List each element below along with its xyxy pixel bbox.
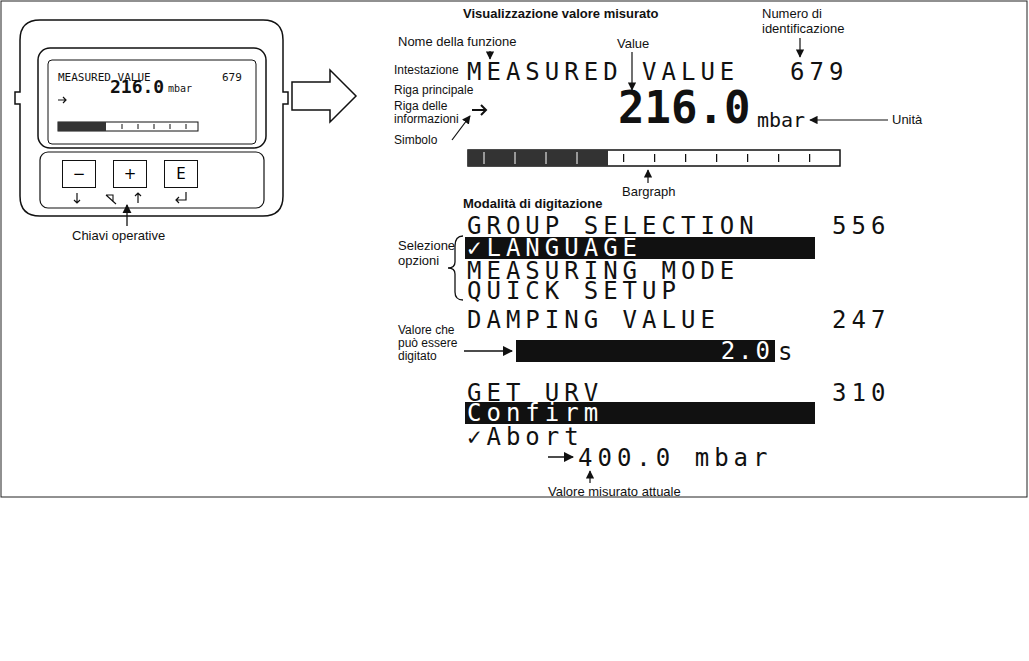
highlighted-text: Confirm (467, 401, 603, 425)
measured-value: 216.0 (618, 84, 750, 132)
section-heading: Visualizzazione valore misurato (463, 6, 659, 21)
callout-label: Numero di identificazione (762, 6, 858, 36)
callout-label: Valore che può essere digitato (398, 324, 460, 363)
callout-label: Value (617, 36, 649, 51)
key-symbol: + (114, 165, 146, 183)
callout-label: Bargraph (622, 184, 675, 199)
highlighted-text: ✓LANGUAGE (467, 236, 642, 260)
display-window: MEASURED VALUE679216.0mbar (50, 62, 254, 142)
unit-text: mbar (168, 84, 192, 94)
function-number: 679 (222, 72, 242, 83)
callout-label: Simbolo (394, 134, 437, 147)
measured-value: 216.0 (110, 78, 164, 96)
operating-key: + (113, 160, 147, 188)
highlighted-text: 2.0 (721, 339, 773, 363)
selected-option: Confirm (465, 402, 815, 424)
operating-key: − (62, 160, 96, 188)
callout-label: Nome della funzione (398, 34, 517, 49)
callout-label: Selezione opzioni (398, 238, 460, 268)
function-number: 310 (832, 381, 890, 405)
selected-option: ✓LANGUAGE (465, 237, 815, 259)
key-symbol: E (165, 165, 197, 183)
unit-text: s (778, 340, 797, 364)
menu-option: QUICK SETUP (467, 279, 681, 303)
callout-label: Unità (892, 112, 922, 127)
display-header: GROUP SELECTION (467, 214, 759, 238)
callout-label: Valore misurato attuale (548, 484, 681, 499)
display-header: MEASURED VALUE (467, 60, 739, 84)
row-label: Riga delle informazioni (394, 100, 464, 126)
row-label: Riga principale (394, 84, 473, 97)
unit-text: mbar (757, 109, 805, 131)
callout-label: Chiavi operative (72, 228, 165, 243)
operating-key: E (164, 160, 198, 188)
section-heading: Modalità di digitazione (463, 196, 602, 211)
input-field: 2.0 (516, 340, 775, 362)
function-number: 247 (832, 308, 890, 332)
function-number: 556 (832, 214, 890, 238)
key-symbol: − (63, 165, 95, 183)
current-value: 400.0 mbar (578, 446, 773, 470)
menu-option: ✓Abort (467, 425, 584, 449)
function-number: 679 (790, 60, 848, 84)
display-header: DAMPING VALUE (467, 308, 720, 332)
row-label: Intestazione (394, 64, 459, 77)
